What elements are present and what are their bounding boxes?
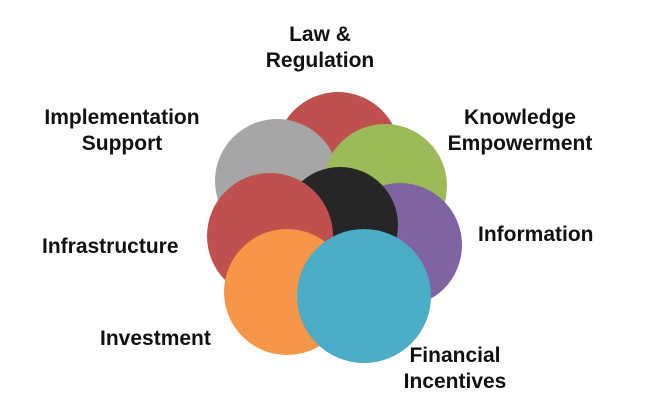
label-information: Information xyxy=(478,223,594,246)
label-infrastructure: Infrastructure xyxy=(42,235,179,258)
label-financial-incentives: Financial Incentives xyxy=(403,344,507,393)
label-investment: Investment xyxy=(100,327,211,350)
label-knowledge-empowerment: Knowledge Empowerment xyxy=(447,106,593,155)
circle-financial-incentives xyxy=(297,229,431,363)
label-implementation-support: Implementation Support xyxy=(44,106,200,155)
label-law-regulation: Law & Regulation xyxy=(265,23,375,72)
